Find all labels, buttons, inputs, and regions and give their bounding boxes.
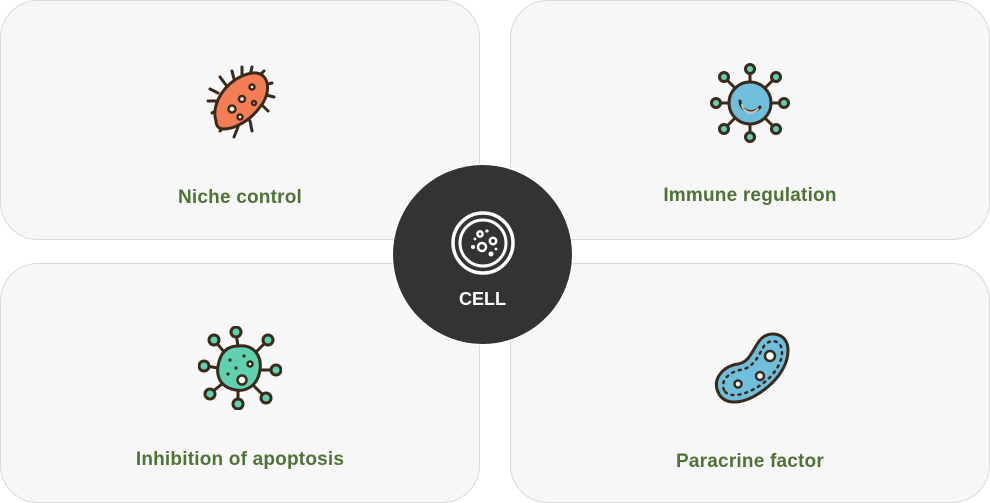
center-label: CELL: [459, 289, 506, 309]
virus-icon: [198, 326, 282, 410]
card-immune-regulation: Immune regulation: [510, 0, 990, 240]
card-inhibition-of-apoptosis: Inhibition of apoptosis: [0, 263, 480, 503]
immune-cell-icon: [710, 63, 790, 143]
card-label-immune-regulation: Immune regulation: [663, 185, 837, 206]
microbe-icon: [715, 332, 790, 404]
center-circle: CELL: [392, 164, 573, 345]
card-paracrine-factor: Paracrine factor: [510, 263, 990, 503]
card-niche-control: Niche control: [0, 0, 480, 240]
card-label-paracrine-factor: Paracrine factor: [676, 451, 824, 472]
card-label-niche-control: Niche control: [177, 187, 302, 208]
bacteria-icon: [206, 65, 276, 139]
card-label-inhibition-of-apoptosis: Inhibition of apoptosis: [135, 449, 345, 470]
petri-dish-icon: [451, 211, 515, 275]
